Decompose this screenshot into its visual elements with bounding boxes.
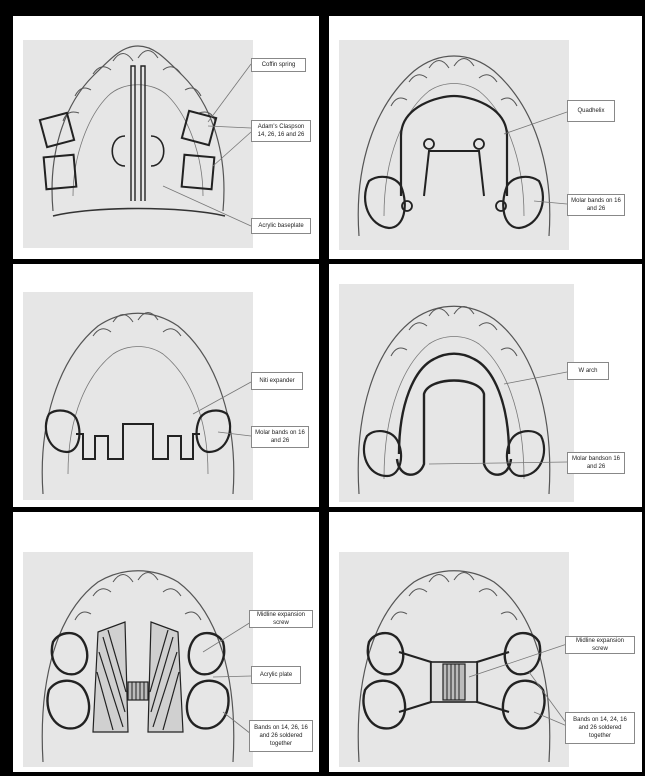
panel-banded-rapid-expander: Midline expansion screw Bands on 14, 24,…	[329, 512, 642, 772]
panel-coffin-spring: Coffin spring Adam's Claspson 14, 26, 16…	[13, 16, 319, 259]
label-niti-expander: Niti expander	[251, 372, 303, 390]
label-midline-expansion-screw: Midline expansion screw	[565, 636, 635, 654]
label-acrylic-plate: Acrylic plate	[251, 666, 301, 684]
quadhelix-drawing	[329, 16, 642, 259]
label-molar-bands: Molar bands on 16 and 26	[251, 426, 309, 448]
label-quadhelix: Quadhelix	[567, 100, 615, 122]
label-w-arch: W arch	[567, 362, 609, 380]
label-acrylic-baseplate: Acrylic baseplate	[251, 218, 311, 234]
label-soldered-bands: Bands on 14, 26, 16 and 26 soldered toge…	[249, 720, 313, 752]
panel-niti-expander: Niti expander Molar bands on 16 and 26	[13, 264, 319, 507]
label-coffin-spring: Coffin spring	[251, 58, 306, 72]
panel-quadhelix: Quadhelix Molar bands on 16 and 26	[329, 16, 642, 259]
panel-w-arch: W arch Molar bandson 16 and 26	[329, 264, 642, 507]
label-molar-bands: Molar bandson 16 and 26	[567, 452, 625, 474]
label-soldered-bands: Bands on 14, 24, 16 and 26 soldered toge…	[565, 712, 635, 744]
label-adams-clasps: Adam's Claspson 14, 26, 16 and 26	[251, 120, 311, 142]
label-molar-bands: Molar bands on 16 and 26	[567, 194, 625, 216]
label-midline-expansion-screw: Midline expansion screw	[249, 610, 313, 628]
panel-removable-expansion-plate: Midline expansion screw Acrylic plate Ba…	[13, 512, 319, 772]
